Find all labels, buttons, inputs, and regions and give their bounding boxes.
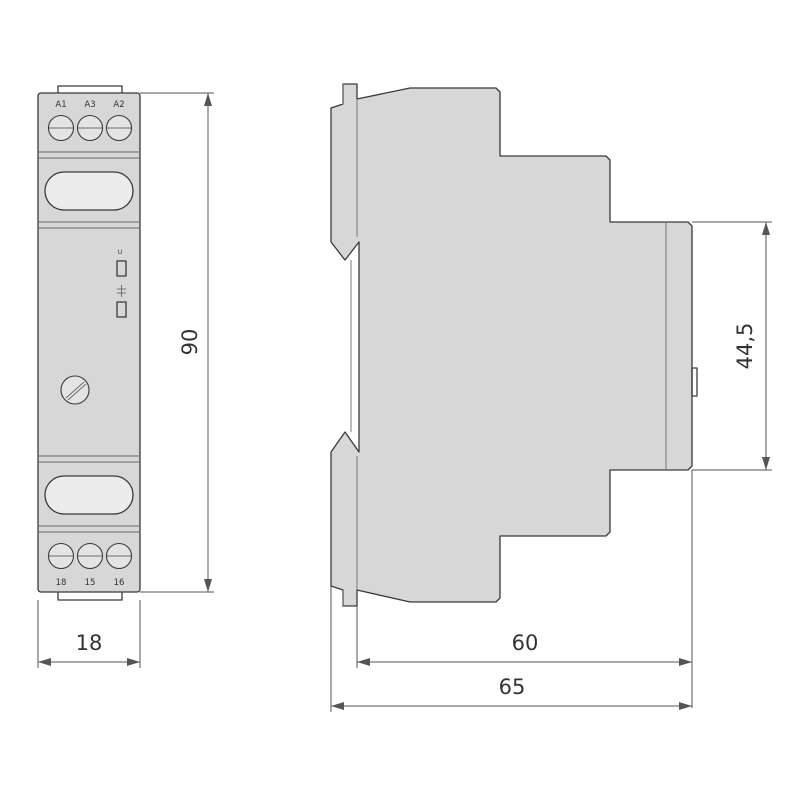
knob-slot <box>67 383 87 401</box>
terminal-label-16: 16 <box>114 578 125 588</box>
front-height-value: 44,5 <box>733 323 757 370</box>
bottom-label-window <box>44 475 134 515</box>
top-terminal-screws <box>47 114 133 142</box>
terminal-label-a3: A3 <box>84 100 95 110</box>
arrow-head <box>679 658 692 666</box>
width-dimension: 18 <box>37 600 141 668</box>
front-view: A1 A3 A2 U <box>37 85 141 601</box>
height-value: 90 <box>178 329 202 356</box>
arrow-head <box>38 658 51 666</box>
front-height-dimension: 44,5 <box>692 221 772 471</box>
indicator-mark: U <box>118 249 122 256</box>
height-dimension: 90 <box>140 92 214 593</box>
front-face-nub <box>691 367 698 397</box>
relay-symbol <box>117 285 126 297</box>
arrow-head <box>204 579 212 592</box>
side-view <box>330 83 698 607</box>
arrow-head <box>762 222 770 235</box>
terminal-label-a1: A1 <box>55 100 66 110</box>
front-top-clip <box>57 85 123 93</box>
arrow-head <box>204 93 212 106</box>
arrow-head <box>331 702 344 710</box>
arrow-head <box>127 658 140 666</box>
side-body <box>330 83 693 607</box>
total-depth-dimension: 65 <box>330 586 692 712</box>
arrow-head <box>679 702 692 710</box>
terminal-label-15: 15 <box>85 578 96 588</box>
arrow-head <box>357 658 370 666</box>
total-depth-value: 65 <box>499 675 526 699</box>
terminal-label-18: 18 <box>56 578 67 588</box>
depth-dimension: 60 <box>356 470 693 708</box>
depth-value: 60 <box>512 631 539 655</box>
knob-slot <box>65 381 85 399</box>
indicator-led <box>116 260 127 277</box>
terminal-label-a2: A2 <box>113 100 124 110</box>
top-label-window <box>44 171 134 211</box>
front-bottom-clip <box>57 592 123 601</box>
adjustment-knob <box>60 375 90 405</box>
relay-led <box>116 301 127 318</box>
arrow-head <box>762 457 770 470</box>
width-value: 18 <box>76 631 103 655</box>
bottom-terminal-screws <box>47 542 133 570</box>
front-body <box>37 92 141 593</box>
